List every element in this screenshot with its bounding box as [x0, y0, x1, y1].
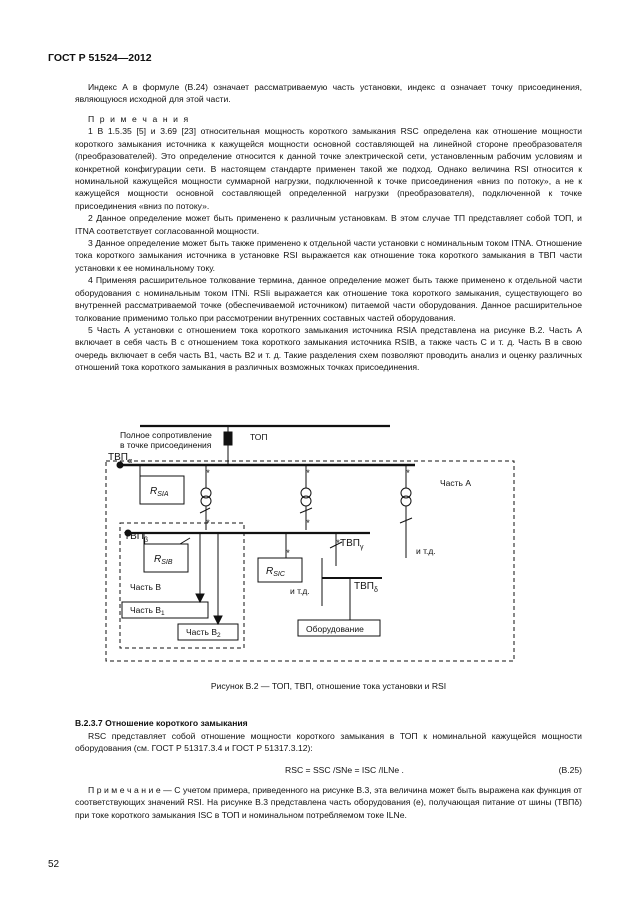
label-equipment: Оборудование	[306, 624, 364, 634]
note-1: 1 В 1.5.35 [5] и 3.69 [23] относительная…	[75, 126, 582, 211]
breaker-mark: *	[286, 548, 290, 558]
label-etc-2: и т.д.	[290, 586, 310, 596]
notes-block: П р и м е ч а н и я 1 В 1.5.35 [5] и 3.6…	[75, 113, 582, 374]
note-2: 2 Данное определение может быть применен…	[75, 213, 582, 236]
label-tvp-beta: ТВПβ	[124, 531, 148, 544]
label-etc-1: и т.д.	[416, 546, 436, 556]
section-paragraph: RSC представляет собой отношение мощност…	[75, 731, 582, 754]
label-tvp-delta: ТВПδ	[354, 581, 378, 594]
page-number: 52	[48, 859, 60, 870]
section-note: П р и м е ч а н и е — С учетом примера, …	[75, 785, 582, 820]
formula-b25: RSC = SSC /SNe = ISC /ILNe .	[285, 765, 404, 775]
breaker-mark: *	[406, 468, 410, 478]
breaker-mark: *	[306, 518, 310, 528]
note-3: 3 Данное определение может быть также пр…	[75, 238, 582, 273]
document-header: ГОСТ Р 51524—2012	[48, 52, 152, 64]
label-impedance-1: Полное сопротивление	[120, 430, 212, 440]
breaker-mark: *	[336, 538, 340, 548]
label-rsic: RSIC	[266, 566, 286, 578]
label-part-b1: Часть В1	[130, 605, 165, 617]
label-rsia: RSIA	[150, 486, 169, 498]
note-4: 4 Применяя расширительное толкование тер…	[75, 275, 582, 323]
label-rsib: RSIB	[154, 554, 173, 566]
breaker-mark: *	[306, 468, 310, 478]
note-5: 5 Часть А установки с отношением тока ко…	[75, 324, 582, 373]
label-tvp-alpha: ТВПα	[108, 452, 132, 465]
notes-title: П р и м е ч а н и я	[88, 114, 190, 124]
label-tvp-gamma: ТВПγ	[340, 538, 364, 551]
figure-caption: Рисунок В.2 — ТОП, ТВП, отношение тока у…	[210, 681, 447, 691]
breaker-mark: *	[206, 518, 210, 528]
section-title: В.2.3.7 Отношение короткого замыкания	[75, 718, 248, 728]
label-part-b2: Часть В2	[186, 627, 221, 639]
intro-paragraph: Индекс A в формуле (В.24) означает рассм…	[75, 82, 582, 105]
breaker-mark: *	[206, 468, 210, 478]
formula-number: (В.25)	[558, 765, 582, 775]
figure-b2-diagram: * * * * * * * Полное сопротивление в точ…	[105, 424, 515, 662]
label-top: ТОП	[250, 432, 268, 442]
label-part-a: Часть А	[440, 478, 471, 488]
label-part-b: Часть В	[130, 582, 161, 592]
label-impedance-2: в точке присоединения	[120, 440, 212, 450]
